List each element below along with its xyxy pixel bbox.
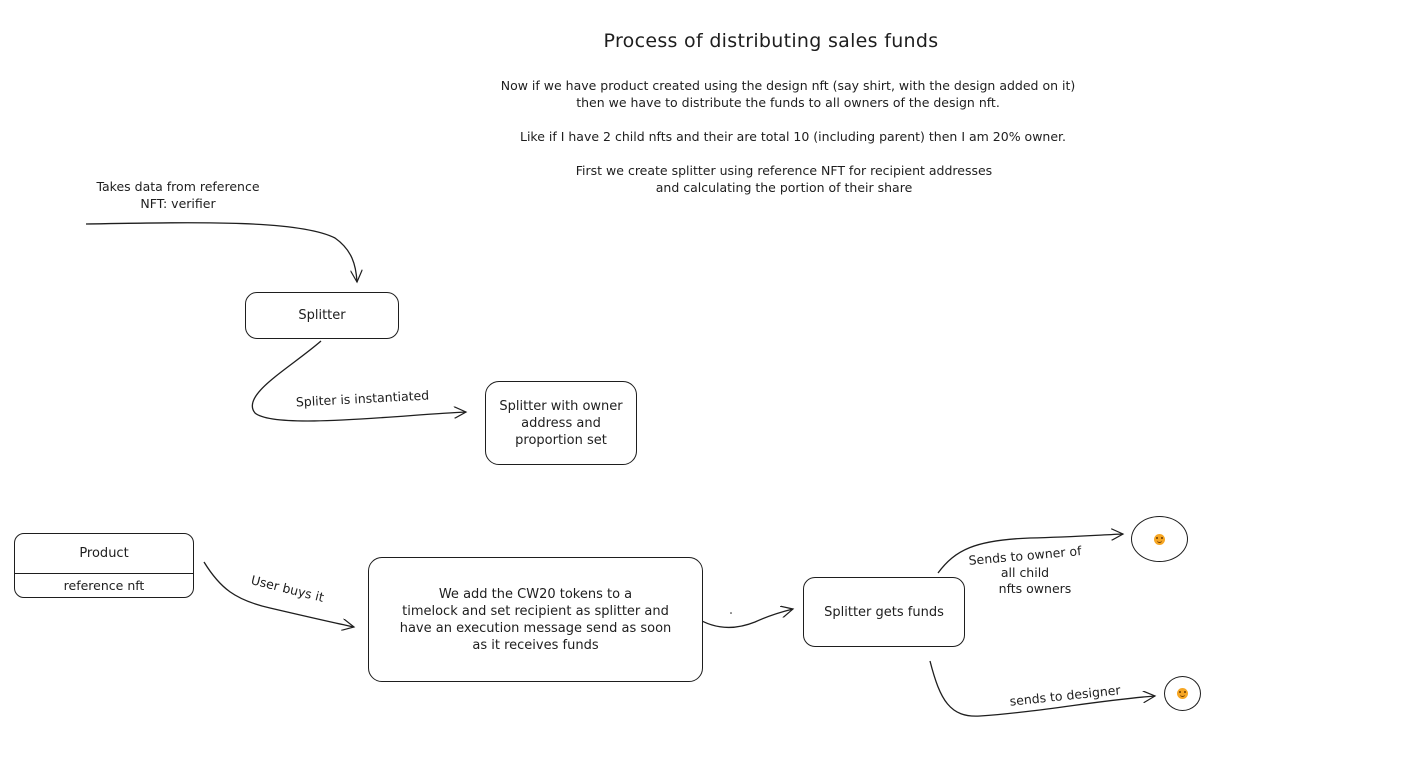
timelock-line-4: as it receives funds — [472, 637, 599, 653]
reference-note-line-2: NFT: verifier — [140, 196, 216, 211]
splitter-gets-funds-box: Splitter gets funds — [803, 577, 965, 647]
product-sub-label: reference nft — [63, 578, 145, 593]
arrow-splitter-instantiated — [251, 340, 466, 422]
arrow-funds-to-designer — [929, 660, 1155, 717]
arrow-timelock-to-funds — [694, 609, 793, 629]
splitter-set-line-2: address and — [521, 415, 601, 431]
splitter-with-owner-box: Splitter with owner address and proporti… — [485, 381, 637, 465]
splitter-set-line-3: proportion set — [515, 432, 607, 448]
owners-node — [1131, 516, 1188, 562]
splitter-box: Splitter — [245, 292, 399, 339]
arrow-reference-to-splitter — [85, 222, 357, 282]
splitter-box-label: Splitter — [298, 308, 346, 323]
product-box: Product reference nft — [14, 533, 194, 598]
page-title: Process of distributing sales funds — [603, 30, 939, 52]
intro-line-4: First we create splitter using reference… — [575, 163, 993, 178]
funds-box-label: Splitter gets funds — [824, 604, 944, 620]
smiley-face-icon — [1177, 688, 1188, 699]
product-label: Product — [15, 534, 193, 574]
timelock-box: We add the CW20 tokens to a timelock and… — [368, 557, 703, 682]
owners-label-line-3: nfts owners — [998, 581, 1072, 596]
arrow-user-buys — [203, 561, 354, 627]
reference-note-line-1: Takes data from reference — [96, 179, 260, 194]
timelock-line-1: We add the CW20 tokens to a — [438, 586, 633, 602]
intro-line-1: Now if we have product created using the… — [500, 78, 1076, 93]
designer-node — [1164, 676, 1201, 711]
arrow-funds-to-owners — [937, 534, 1123, 574]
timelock-line-3: have an execution message send as soon — [399, 620, 672, 636]
splitter-set-line-1: Splitter with owner — [499, 398, 623, 414]
intro-line-2: then we have to distribute the funds to … — [576, 95, 1000, 110]
intro-line-3: Like if I have 2 child nfts and their ar… — [519, 129, 1066, 144]
smiley-face-icon — [1154, 533, 1165, 545]
intro-line-5: and calculating the portion of their sha… — [655, 180, 913, 195]
owners-label-line-2: all child — [1000, 565, 1050, 580]
timelock-line-2: timelock and set recipient as splitter a… — [402, 603, 669, 619]
